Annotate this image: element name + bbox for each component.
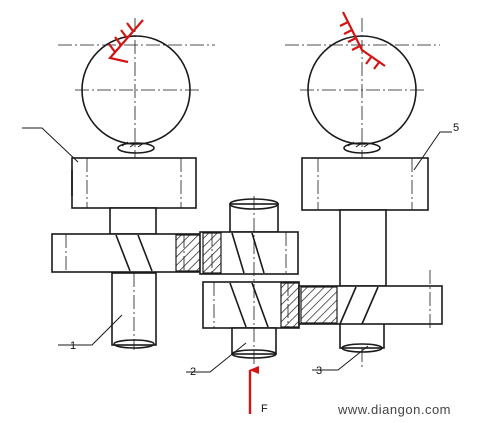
center-upper-gear xyxy=(199,231,299,275)
right-bearing-block xyxy=(301,157,429,211)
part-label-1: 1 xyxy=(70,340,76,352)
right-gear xyxy=(298,270,443,330)
left-roller xyxy=(58,18,215,225)
left-red-mark-icon xyxy=(107,19,144,64)
part-label-5: 5 xyxy=(453,122,459,134)
center-lower-gear xyxy=(202,281,300,329)
watermark-text: www.diangon.com xyxy=(337,402,451,417)
part-label-2: 2 xyxy=(190,366,196,378)
right-shaft xyxy=(339,209,387,353)
center-pinion-bottom xyxy=(231,196,277,366)
right-red-mark-icon xyxy=(339,11,386,70)
left-gear xyxy=(51,233,205,273)
left-shaft xyxy=(109,207,157,350)
left-bearing-block xyxy=(71,157,197,209)
leader-lines xyxy=(22,127,452,373)
part-label-3: 3 xyxy=(316,365,322,377)
force-label: F xyxy=(261,403,268,415)
